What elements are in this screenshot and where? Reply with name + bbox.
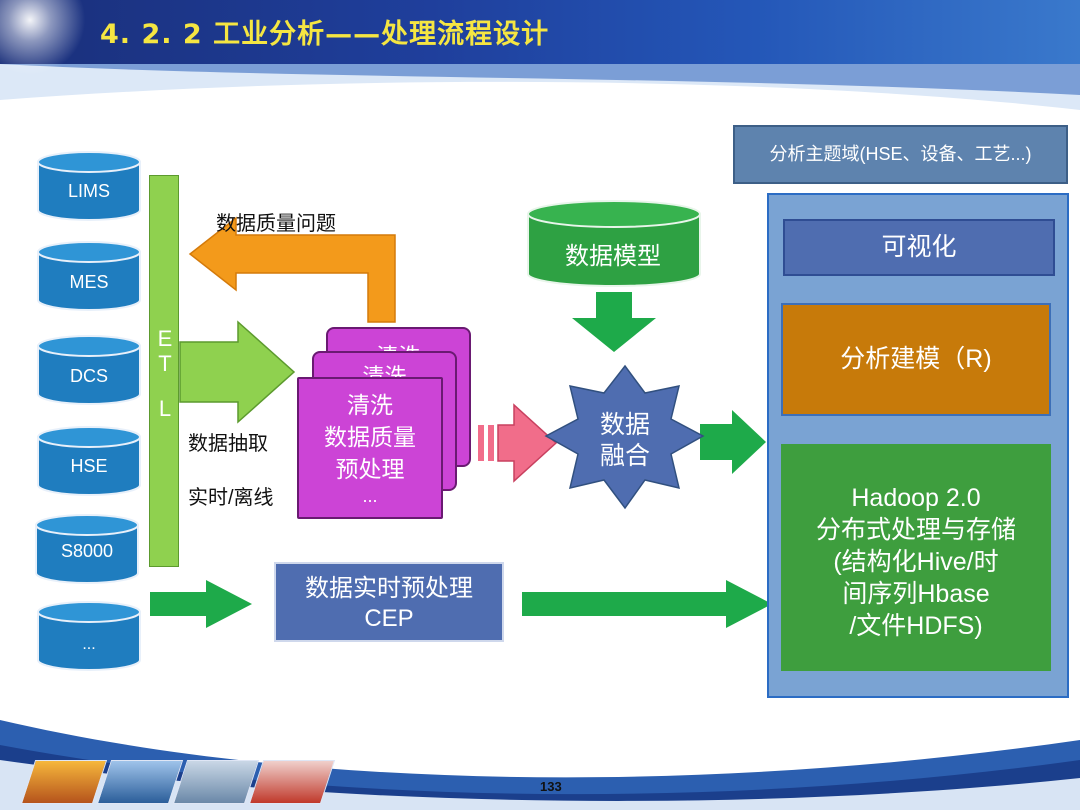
clean-line: 预处理 [299, 453, 441, 485]
realtime-arrow [150, 580, 252, 628]
cep-line: CEP [276, 604, 502, 634]
extract-arrow [180, 322, 294, 422]
fusion-line: 数据 [580, 410, 670, 441]
clean-line: 清洗 [299, 389, 441, 421]
data-model-label: 数据模型 [527, 236, 699, 271]
realtime-offline-label: 实时/离线 [188, 481, 274, 510]
hadoop-line: (结构化Hive/时 [781, 546, 1051, 578]
hadoop-line: /文件HDFS) [781, 610, 1051, 642]
clean-box-front: 清洗 数据质量 预处理 ... [297, 377, 443, 519]
fusion-label: 数据 融合 [580, 410, 670, 472]
hadoop-line: Hadoop 2.0 [781, 482, 1051, 514]
quality-issue-label: 数据质量问题 [216, 207, 336, 236]
cep-to-storage-arrow [522, 580, 772, 628]
visualization-box: 可视化 [783, 219, 1055, 276]
clean-line: ... [299, 485, 441, 507]
cep-box: 数据实时预处理 CEP [274, 562, 504, 642]
model-down-arrow [572, 292, 656, 352]
clean-line: 数据质量 [299, 421, 441, 453]
hadoop-line: 分布式处理与存储 [781, 514, 1051, 546]
analysis-domain-box: 分析主题域(HSE、设备、工艺...) [733, 125, 1068, 184]
fusion-line: 融合 [580, 441, 670, 472]
hadoop-line: 间序列Hbase [781, 578, 1051, 610]
analysis-modeling-box: 分析建模（R) [781, 303, 1051, 416]
clean-to-fusion-arrow [498, 405, 556, 481]
cep-line: 数据实时预处理 [276, 574, 502, 604]
hadoop-box: Hadoop 2.0 分布式处理与存储 (结构化Hive/时 间序列Hbase … [781, 444, 1051, 671]
extract-label: 数据抽取 [188, 427, 268, 456]
fusion-to-storage-arrow [700, 410, 766, 474]
